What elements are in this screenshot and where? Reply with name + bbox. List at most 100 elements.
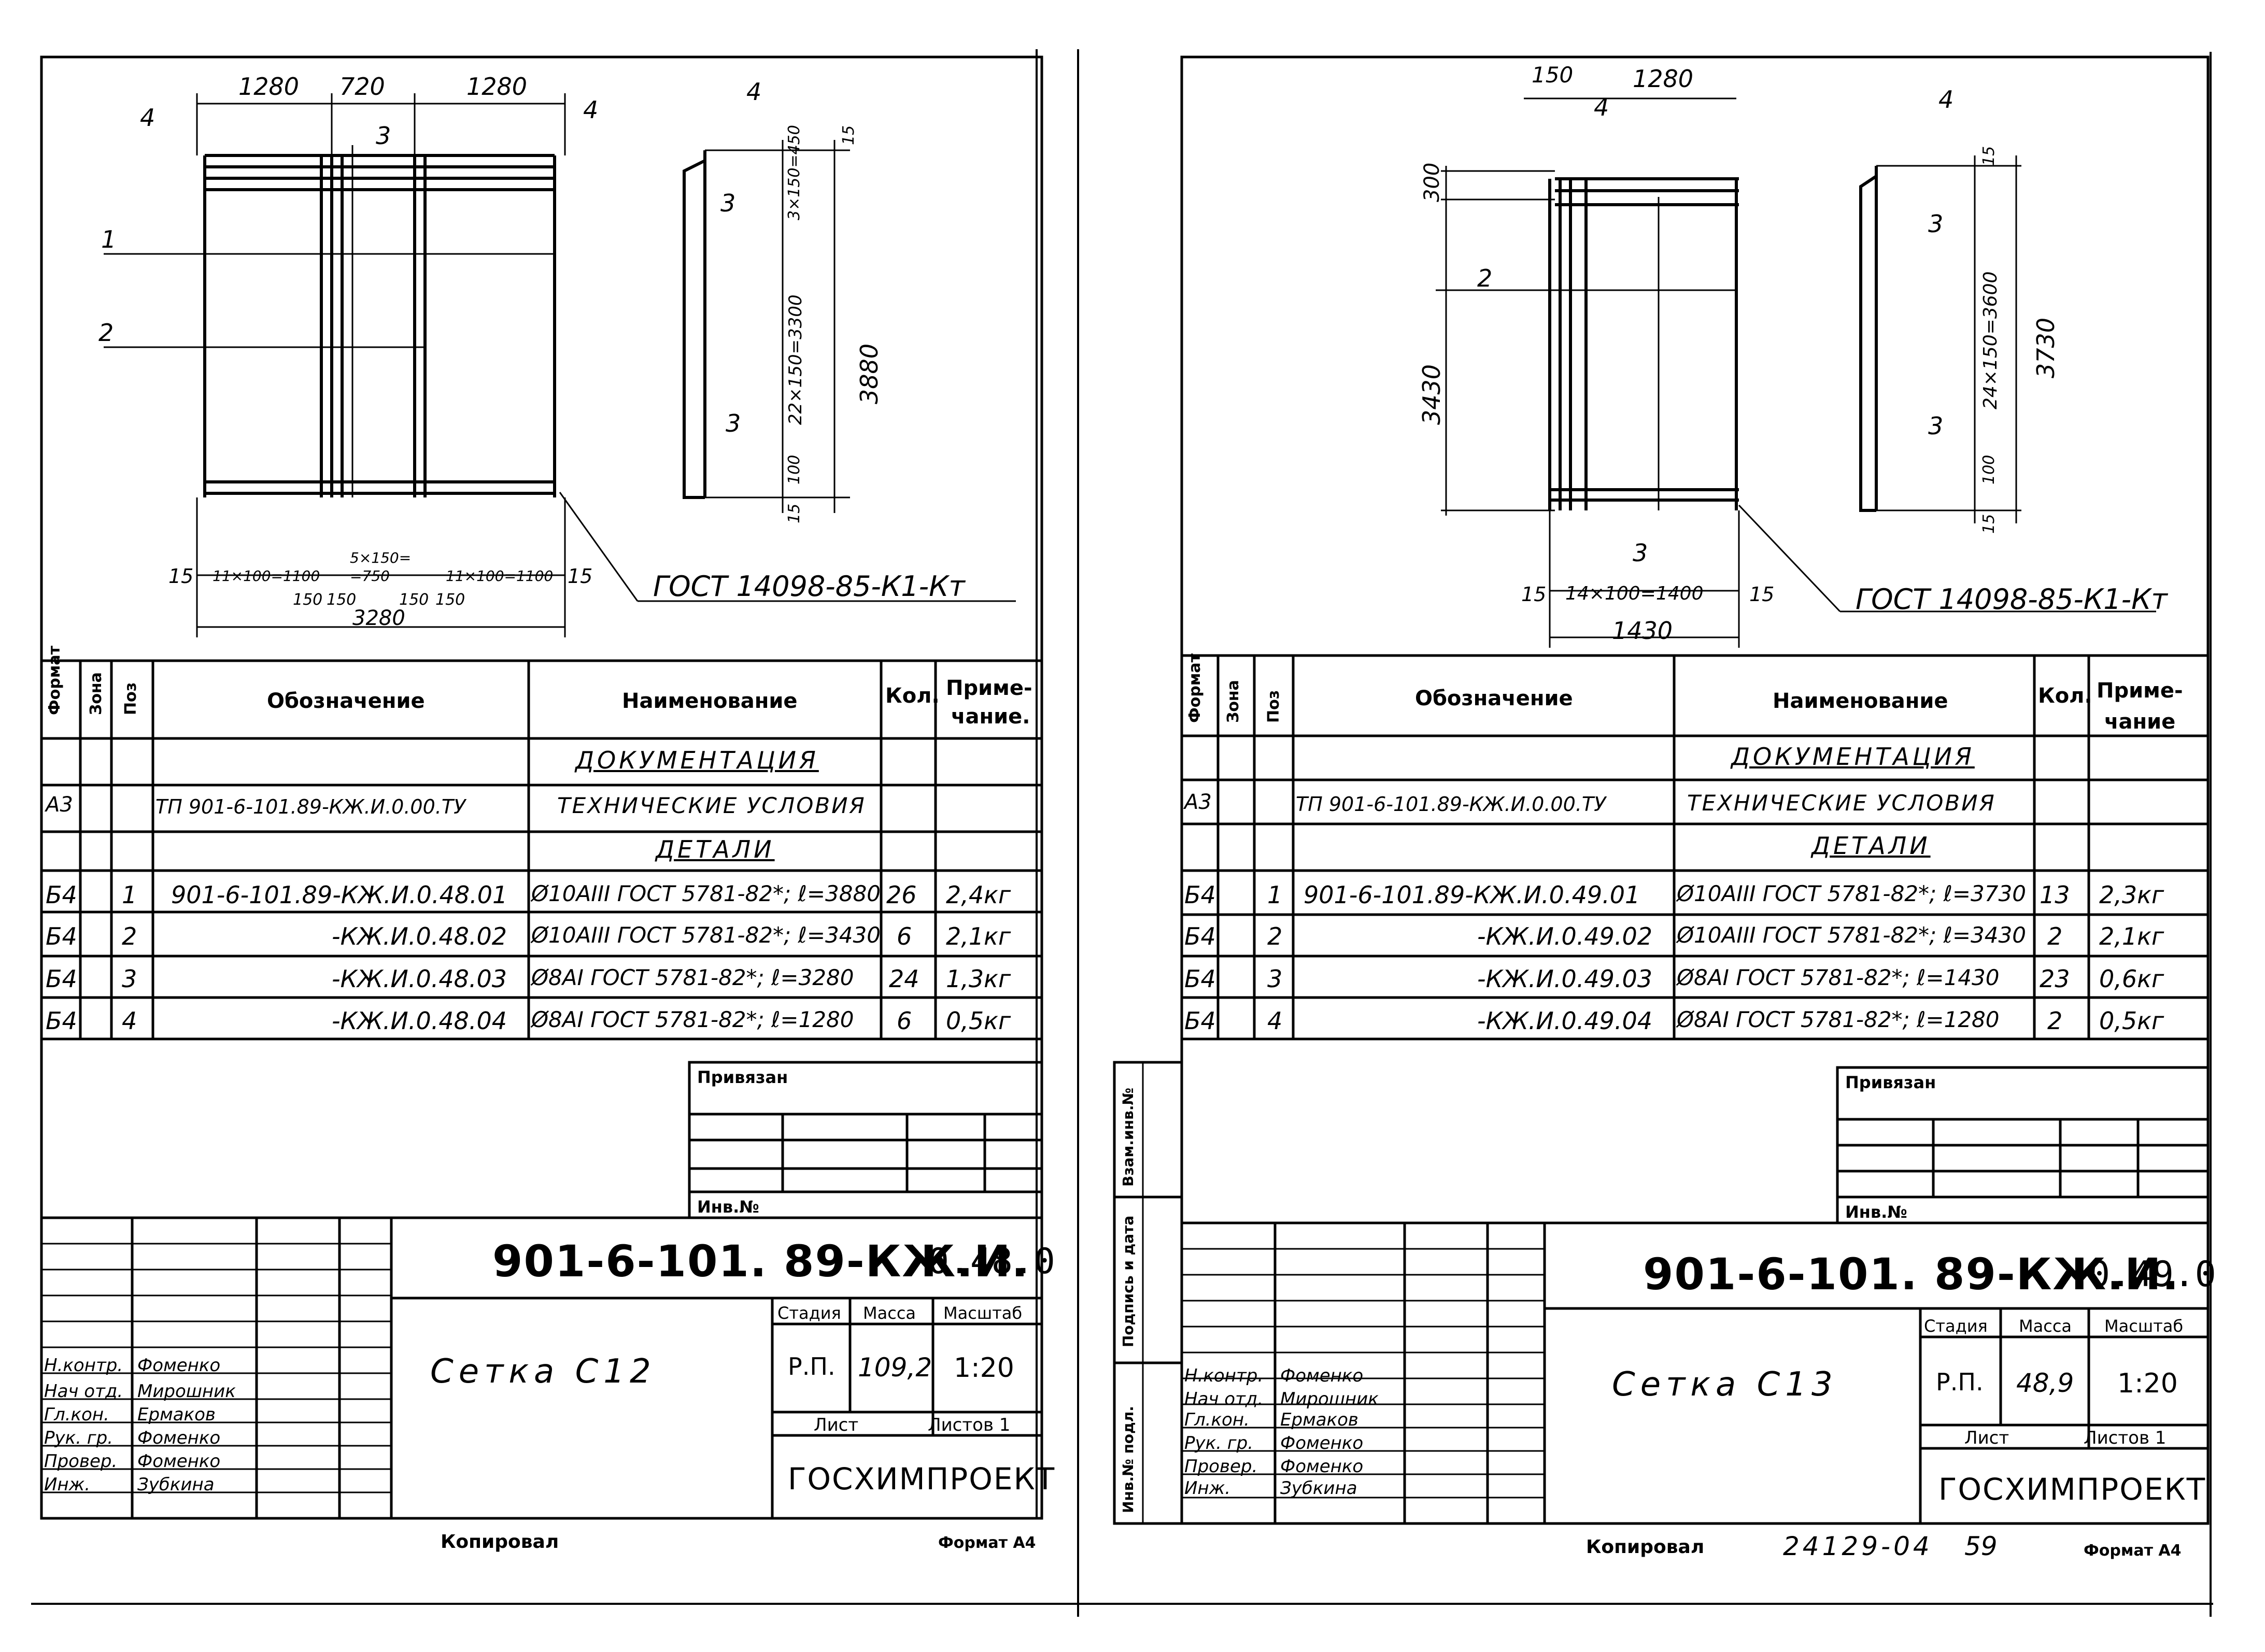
hdr-pos: Поз xyxy=(1265,690,1283,723)
side-callout-3b: 3 xyxy=(726,409,741,437)
copied-label: Копировал xyxy=(441,1531,559,1553)
bottom-sub-3: 150 xyxy=(399,591,429,609)
side-dim-100: 100 xyxy=(785,454,803,485)
callout-2: 2 xyxy=(1477,264,1493,292)
hdr-qty: Кол. xyxy=(2038,684,2092,708)
row2-format: Б4 xyxy=(46,922,77,950)
hdr-note-1: Приме- xyxy=(2097,679,2183,703)
sheet-title: Сетка С13 xyxy=(1612,1365,1838,1404)
side-dim-15a: 15 xyxy=(1980,146,1998,166)
mass-header: Масса xyxy=(2019,1316,2072,1336)
side-dim-15b: 15 xyxy=(785,503,803,523)
dim-top-1: 1280 xyxy=(238,73,300,101)
signer3-name: Ермаков xyxy=(1280,1409,1358,1430)
hdr-format: Формат xyxy=(46,646,64,715)
row2-qty: 2 xyxy=(2047,922,2063,950)
row1-note: 2,3кг xyxy=(2099,881,2164,909)
section-parts: ДЕТАЛИ xyxy=(1811,832,1931,860)
hdr-designation: Обозначение xyxy=(267,689,425,713)
stage-header: Стадия xyxy=(777,1303,841,1323)
side-dim-15a: 15 xyxy=(840,125,858,145)
section-docs: ДОКУМЕНТАЦИЯ xyxy=(1731,743,1975,771)
callout-1: 1 xyxy=(101,225,117,253)
hdr-qty: Кол. xyxy=(885,684,940,708)
inv-no-label: Инв.№ xyxy=(697,1197,759,1217)
row3-note: 0,6кг xyxy=(2099,965,2164,993)
row4-designation: -КЖ.И.0.49.04 xyxy=(1477,1007,1653,1035)
row4-designation: -КЖ.И.0.48.04 xyxy=(332,1007,507,1035)
bottom-dim-1: 11×100=1100 xyxy=(213,567,320,585)
signer1-name: Фоменко xyxy=(137,1355,221,1376)
signer4-name: Фоменко xyxy=(1280,1433,1364,1454)
bottom-dim-2b: =750 xyxy=(350,567,390,585)
hdr-name: Наименование xyxy=(622,689,798,713)
signer5-role: Провер. xyxy=(1184,1456,1258,1477)
signer2-role: Нач отд. xyxy=(1184,1389,1264,1409)
stamp-inv-podl: Инв.№ подл. xyxy=(1120,1406,1137,1513)
row1-pos: 1 xyxy=(122,881,137,909)
row2-pos: 2 xyxy=(1267,922,1283,950)
mass-value: 48,9 xyxy=(2016,1368,2074,1398)
format-label: Формат А4 xyxy=(2084,1542,2182,1560)
signer3-role: Гл.кон. xyxy=(1184,1409,1250,1430)
row1-name: Ø10АIII ГОСТ 5781-82*; ℓ=3880 xyxy=(531,881,881,906)
side-dim-top: 3×150=450 xyxy=(785,125,803,220)
row2-name: Ø10АIII ГОСТ 5781-82*; ℓ=3430 xyxy=(1677,922,2026,948)
sheets-header: Листов 1 xyxy=(2084,1428,2167,1448)
doc-name: ТЕХНИЧЕСКИЕ УСЛОВИЯ xyxy=(1687,790,1996,816)
left-dim-3430: 3430 xyxy=(1418,364,1446,425)
page-number: 59 xyxy=(1964,1531,1998,1561)
doc-format: А3 xyxy=(46,793,73,817)
bottom-dim-15b: 15 xyxy=(1749,583,1775,606)
side-dim-mid: 24×150=3600 xyxy=(1980,271,2001,409)
stage-header: Стадия xyxy=(1924,1316,1988,1336)
hdr-name: Наименование xyxy=(1773,689,1948,713)
side-callout-3a: 3 xyxy=(1928,210,1944,238)
row2-format: Б4 xyxy=(1184,922,1216,950)
row1-qty: 13 xyxy=(2040,881,2070,909)
dim-top-1280: 1280 xyxy=(1633,65,1694,93)
signer1-role: Н.контр. xyxy=(1184,1365,1264,1386)
side-callout-4: 4 xyxy=(1938,86,1954,113)
row4-qty: 2 xyxy=(2047,1007,2063,1035)
scale-header: Масштаб xyxy=(2104,1316,2184,1336)
callout-4: 4 xyxy=(1594,93,1609,121)
bottom-sub-2: 150 xyxy=(327,591,357,609)
hdr-pos: Поз xyxy=(122,682,140,715)
bottom-dim-2: 5×150= xyxy=(350,549,412,566)
row1-note: 2,4кг xyxy=(946,881,1011,909)
scale-value: 1:20 xyxy=(2117,1368,2178,1399)
stage-value: Р.П. xyxy=(788,1352,836,1380)
dim-top-150: 150 xyxy=(1532,62,1574,88)
doc-code-num: 0.48.0 xyxy=(928,1241,1055,1282)
side-total: 3880 xyxy=(855,343,883,404)
dim-top-3: 1280 xyxy=(466,73,528,101)
row3-note: 1,3кг xyxy=(946,965,1011,993)
row1-format: Б4 xyxy=(46,881,77,909)
bottom-sub-4: 150 xyxy=(435,591,465,609)
doc-name: ТЕХНИЧЕСКИЕ УСЛОВИЯ xyxy=(557,793,866,818)
row1-qty: 26 xyxy=(886,881,917,909)
inv-no-label: Инв.№ xyxy=(1845,1202,1907,1222)
doc-code-num: 0.49.0 xyxy=(2089,1254,2216,1295)
row2-name: Ø10АIII ГОСТ 5781-82*; ℓ=3430 xyxy=(531,922,881,948)
row3-name: Ø8АI ГОСТ 5781-82*; ℓ=3280 xyxy=(531,965,854,990)
sheet-header: Лист xyxy=(1964,1428,2009,1448)
row2-note: 2,1кг xyxy=(2099,922,2164,950)
row4-pos: 4 xyxy=(122,1007,137,1035)
signer5-name: Фоменко xyxy=(1280,1456,1364,1477)
signer2-name: Мирошник xyxy=(1280,1389,1379,1409)
row3-name: Ø8АI ГОСТ 5781-82*; ℓ=1430 xyxy=(1677,965,2000,990)
hdr-zone: Зона xyxy=(1224,680,1242,723)
row3-format: Б4 xyxy=(46,965,77,993)
callout-2: 2 xyxy=(98,319,114,347)
row4-format: Б4 xyxy=(46,1007,77,1035)
callout-3-bottom: 3 xyxy=(1633,539,1648,567)
format-label: Формат А4 xyxy=(938,1534,1036,1552)
row4-format: Б4 xyxy=(1184,1007,1216,1035)
row2-designation: -КЖ.И.0.49.02 xyxy=(1477,922,1653,950)
bottom-total: 1430 xyxy=(1612,617,1673,645)
bottom-sub-1: 150 xyxy=(293,591,323,609)
section-docs: ДОКУМЕНТАЦИЯ xyxy=(575,746,819,774)
signer2-role: Нач отд. xyxy=(44,1381,123,1402)
